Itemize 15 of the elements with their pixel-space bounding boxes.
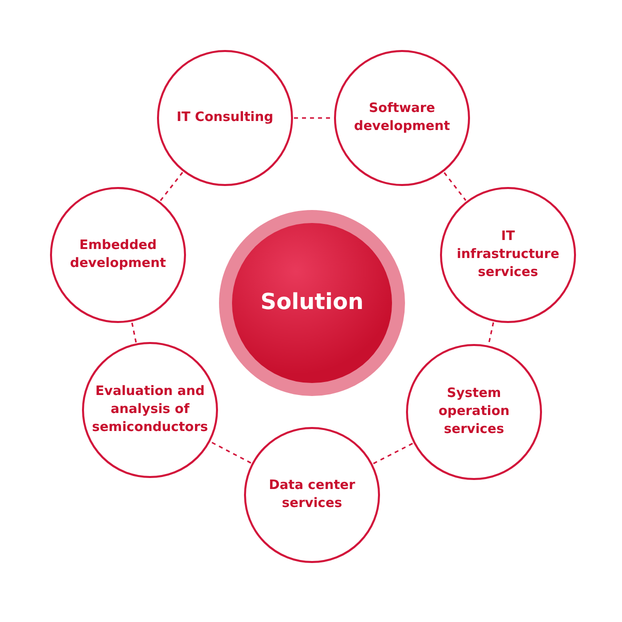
service-label: Embedded development <box>69 236 167 273</box>
service-label: IT Consulting <box>176 108 274 127</box>
dashed-connector <box>294 117 333 119</box>
dashed-connector <box>160 172 184 202</box>
dashed-connector <box>488 322 494 345</box>
dashed-connector <box>210 441 252 464</box>
service-label: System operation services <box>437 384 511 440</box>
dashed-connector <box>373 442 413 464</box>
service-label: Software development <box>353 100 451 136</box>
center-label: Solution <box>260 288 364 317</box>
service-label: Data center services <box>268 476 356 513</box>
service-label: Evaluation and analysis of semiconductors <box>92 382 208 438</box>
service-label: IT infrastructure services <box>456 228 560 282</box>
dashed-connector <box>131 322 137 343</box>
dashed-connector <box>444 172 466 201</box>
